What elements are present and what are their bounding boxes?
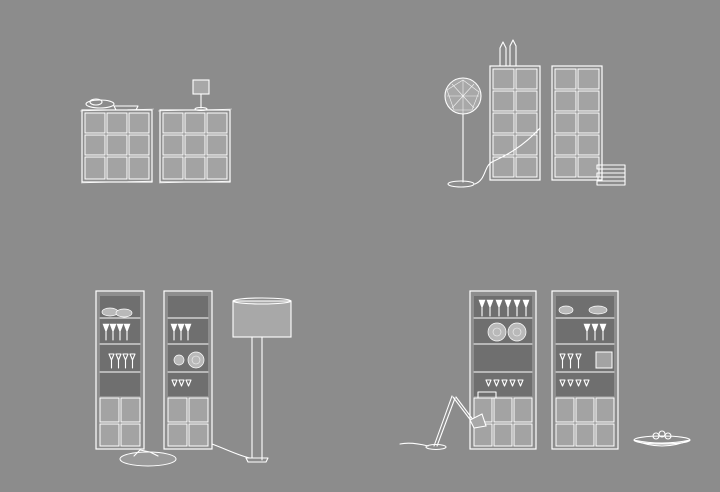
wine-glasses-icon (478, 299, 530, 387)
wine-glasses-icon (102, 323, 136, 369)
vitrine-right (163, 290, 213, 450)
vitrine-left (95, 290, 145, 450)
vases-icon (499, 39, 517, 67)
fruit-bowl-icon (633, 430, 691, 447)
bowl-icon (85, 98, 139, 111)
plates-icon (173, 351, 205, 369)
low-cabinet-right (157, 108, 233, 184)
vitrine-right (551, 290, 619, 450)
articulated-floor-lamp-icon (399, 395, 487, 451)
wine-glasses-icon (170, 323, 192, 387)
plates-icon (101, 307, 133, 318)
table-lamp-icon (192, 79, 210, 112)
globe-floor-lamp-icon (444, 77, 541, 188)
tall-cabinet-right (551, 65, 603, 181)
wine-glasses-icon (559, 323, 607, 387)
scene-vitrines-arm-lamp (399, 290, 691, 451)
drum-floor-lamp-icon (211, 297, 292, 463)
scene-low-cabinets (79, 79, 233, 184)
scene-vitrines-drum-lamp (95, 290, 292, 467)
scene-tall-cabinets (444, 39, 626, 188)
low-cabinet-left (79, 108, 155, 184)
book-stack-icon (596, 164, 626, 186)
tall-cabinet-left (489, 65, 541, 181)
plates-icon (487, 322, 527, 342)
round-rug-icon (119, 449, 177, 467)
plates-icon (558, 305, 608, 315)
